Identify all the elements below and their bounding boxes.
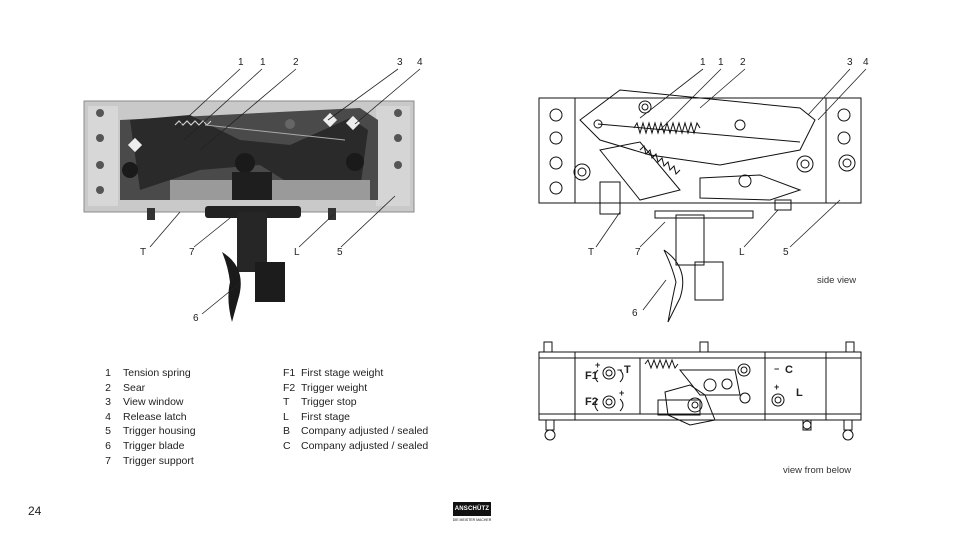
photo-callout-l: L bbox=[294, 247, 300, 258]
label-l: L bbox=[796, 387, 803, 399]
legend-row: 2 Sear bbox=[100, 381, 196, 396]
legend-parts: 1 Tension spring 2 Sear 3 View window 4 Rele… bbox=[100, 366, 196, 469]
legend-text: Trigger housing bbox=[123, 425, 196, 438]
legend-text: Trigger stop bbox=[301, 396, 357, 409]
diagram-callout-6: 6 bbox=[632, 308, 638, 319]
legend-key: 5 bbox=[105, 425, 111, 438]
photo-callout-1b: 1 bbox=[260, 57, 266, 68]
legend-key: 2 bbox=[105, 381, 111, 394]
label-plus-l: + bbox=[774, 382, 780, 392]
legend-key: L bbox=[283, 410, 289, 423]
photo-callout-1a: 1 bbox=[238, 57, 244, 68]
photo-callout-3: 3 bbox=[397, 57, 403, 68]
legend-row: F1 First stage weight bbox=[283, 366, 428, 381]
legend-row: 6 Trigger blade bbox=[100, 439, 196, 454]
legend-text: Company adjusted / sealed bbox=[301, 425, 429, 438]
diagram-callout-1b: 1 bbox=[718, 57, 724, 68]
legend-row: F2 Trigger weight bbox=[283, 381, 428, 396]
legend-key: 4 bbox=[105, 410, 111, 423]
legend-key: C bbox=[283, 439, 291, 452]
logo-tagline: DIE MEISTER MACHER bbox=[452, 518, 492, 522]
legend-key: 3 bbox=[105, 396, 111, 409]
photo-callout-2: 2 bbox=[293, 57, 299, 68]
legend-row: C Company adjusted / sealed bbox=[283, 439, 428, 454]
diagram-callout-t: T bbox=[588, 247, 595, 258]
label-t: T bbox=[624, 364, 631, 376]
legend-row: T Trigger stop bbox=[283, 395, 428, 410]
legend-text: View window bbox=[123, 396, 184, 409]
label-c: C bbox=[785, 364, 793, 376]
diagram-callout-4: 4 bbox=[863, 57, 869, 68]
side-view-caption: side view bbox=[817, 275, 857, 286]
legend-text: Company adjusted / sealed bbox=[301, 439, 429, 452]
legend-text: Sear bbox=[123, 381, 146, 394]
legend-text: First stage bbox=[301, 410, 351, 423]
label-f2: F2 bbox=[585, 396, 598, 408]
label-f1: F1 bbox=[585, 370, 598, 382]
legend-key: T bbox=[283, 396, 290, 409]
legend-row: 7 Trigger support bbox=[100, 454, 196, 469]
legend-row: 1 Tension spring bbox=[100, 366, 196, 381]
legend-text: Trigger blade bbox=[123, 439, 185, 452]
logo-brand: ANSCHÜTZ bbox=[453, 502, 491, 516]
legend-key: F2 bbox=[283, 381, 296, 394]
legend-key: 7 bbox=[105, 454, 111, 467]
diagram-callout-7: 7 bbox=[635, 247, 641, 258]
legend-text: First stage weight bbox=[301, 367, 384, 379]
page-number: 24 bbox=[28, 504, 42, 518]
diagram-callout-3: 3 bbox=[847, 57, 853, 68]
legend-row: 4 Release latch bbox=[100, 410, 196, 425]
legend-text: Tension spring bbox=[123, 367, 191, 379]
legend-key: B bbox=[283, 425, 291, 438]
photo-callout-6: 6 bbox=[193, 313, 199, 324]
diagram-callout-1a: 1 bbox=[700, 57, 706, 68]
diagram-callout-2: 2 bbox=[740, 57, 746, 68]
diagram-callout-l: L bbox=[739, 247, 745, 258]
label-plus-f1: + bbox=[595, 360, 601, 370]
legend-key: 1 bbox=[105, 367, 111, 379]
label-plus-f2: + bbox=[619, 388, 625, 398]
legend-text: Trigger weight bbox=[301, 381, 368, 394]
anschutz-logo: ANSCHÜTZ DIE MEISTER MACHER bbox=[451, 502, 493, 528]
legend-row: L First stage bbox=[283, 410, 428, 425]
photo-callout-4: 4 bbox=[417, 57, 423, 68]
legend-row: B Company adjusted / sealed bbox=[283, 424, 428, 439]
legend-row: 5 Trigger housing bbox=[100, 424, 196, 439]
below-view-caption: view from below bbox=[783, 465, 852, 476]
legend-text: Trigger support bbox=[123, 454, 194, 467]
legend-row: 3 View window bbox=[100, 395, 196, 410]
legend-key: F1 bbox=[283, 367, 296, 379]
legend-key: 6 bbox=[105, 439, 111, 452]
legend-text: Release latch bbox=[123, 410, 187, 423]
photo-callout-t: T bbox=[140, 247, 147, 258]
diagram-callout-5: 5 bbox=[783, 247, 789, 258]
photo-callout-7: 7 bbox=[189, 247, 195, 258]
label-minus-c: − bbox=[774, 364, 780, 374]
label-minus-t: − bbox=[617, 365, 623, 375]
photo-callout-5: 5 bbox=[337, 247, 343, 258]
